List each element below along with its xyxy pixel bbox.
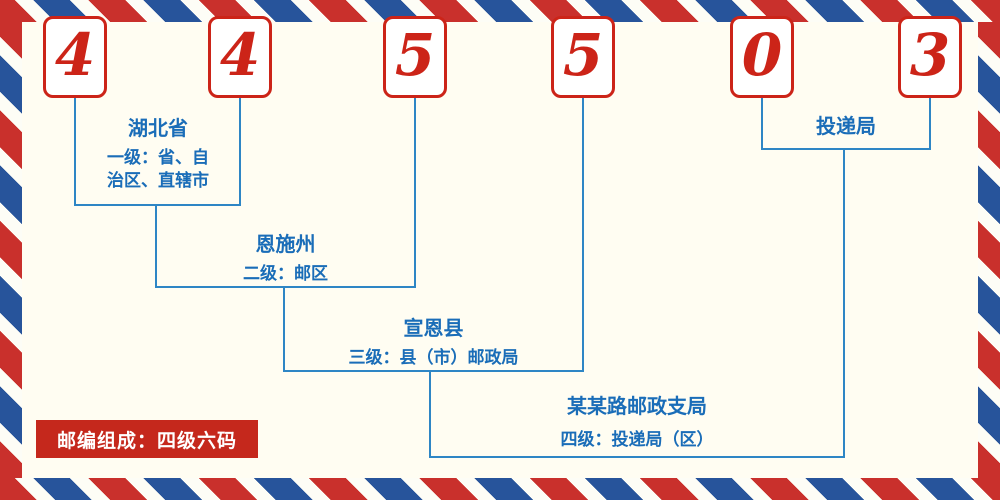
postcode-digit-box-6: 3 <box>898 16 962 98</box>
postcode-digit-2: 4 <box>219 21 261 89</box>
airmail-stripe-right <box>978 22 1000 478</box>
level3-label: 宣恩县 三级：县（市）邮政局 <box>283 312 584 369</box>
level4-name: 某某路邮政支局 <box>567 396 707 418</box>
level2-label: 恩施州 二级：邮区 <box>155 228 416 285</box>
postcode-digit-box-3: 5 <box>383 16 447 98</box>
connector-level1-bottom <box>74 204 241 206</box>
postcode-digit-1: 4 <box>54 21 96 89</box>
level1-label: 湖北省 一级：省、自 治区、直辖市 <box>70 112 246 192</box>
connector-level2-bottom <box>155 286 416 288</box>
postcode-digit-4: 5 <box>562 21 604 89</box>
connector-level4-bottom <box>429 456 845 458</box>
postcode-digit-box-5: 0 <box>730 16 794 98</box>
connector-digit4-down <box>582 98 584 372</box>
airmail-stripe-left <box>0 22 22 478</box>
delivery-label: 投递局 <box>761 110 931 144</box>
level3-desc: 三级：县（市）邮政局 <box>348 348 519 367</box>
postcode-digit-box-2: 4 <box>208 16 272 98</box>
level2-name: 恩施州 <box>255 234 316 256</box>
connector-level2-to-level3 <box>283 286 285 372</box>
composition-badge: 邮编组成：四级六码 <box>36 420 258 458</box>
connector-level3-bottom <box>283 370 584 372</box>
connector-level3-to-level4 <box>429 370 431 458</box>
postcode-digit-5: 0 <box>741 21 783 89</box>
postcode-digit-box-4: 5 <box>551 16 615 98</box>
connector-delivery-to-level4 <box>843 148 845 458</box>
airmail-stripe-top <box>0 0 1000 22</box>
connector-level1-to-level2 <box>155 204 157 288</box>
level2-desc: 二级：邮区 <box>243 264 328 283</box>
level1-name: 湖北省 <box>128 118 188 140</box>
connector-digit6-down <box>929 98 931 150</box>
postcode-digit-6: 3 <box>909 21 951 89</box>
postcode-digit-box-1: 4 <box>43 16 107 98</box>
connector-digit5-down <box>761 98 763 150</box>
connector-digit2-down <box>239 98 241 206</box>
postcode-digit-3: 5 <box>394 21 436 89</box>
level1-desc-line1: 一级：省、自 <box>107 148 209 167</box>
airmail-stripe-bottom <box>0 478 1000 500</box>
level1-desc-line2: 治区、直辖市 <box>107 171 209 190</box>
level4-desc: 四级：投递局（区） <box>560 430 714 449</box>
level4-label: 某某路邮政支局 四级：投递局（区） <box>429 390 845 451</box>
delivery-name: 投递局 <box>816 116 876 138</box>
connector-digit3-down <box>414 98 416 288</box>
connector-delivery-bottom <box>761 148 931 150</box>
connector-digit1-down <box>74 98 76 206</box>
level3-name: 宣恩县 <box>403 318 464 340</box>
composition-badge-label: 邮编组成：四级六码 <box>56 430 237 452</box>
